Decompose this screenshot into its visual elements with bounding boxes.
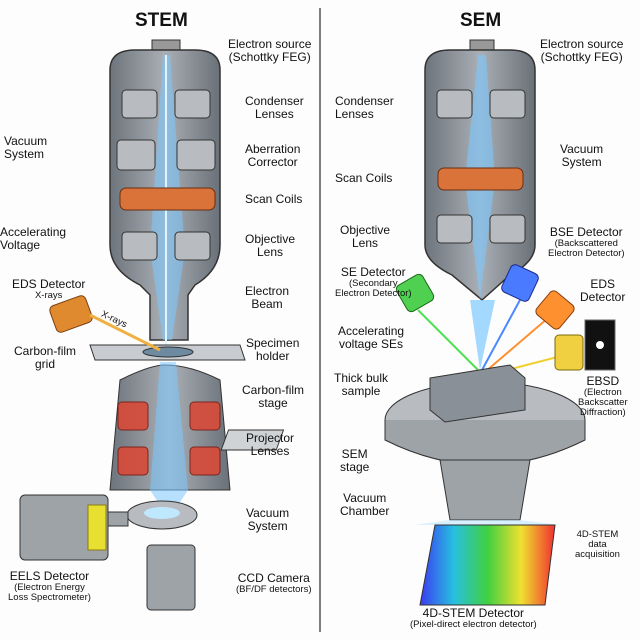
sem-scan-coils-label: Scan Coils — [335, 171, 393, 185]
carbon-grid-label: Carbon-film grid — [14, 344, 77, 371]
sem-vacuum-label: Vacuum System — [560, 142, 604, 169]
sem-column — [220, 39, 616, 606]
vacuum-chamber-label: Vacuum Chamber — [340, 491, 390, 518]
bse-label: BSE Detector(Backscattered Electron Dete… — [548, 225, 625, 259]
stem-vacuum-label: Vacuum System — [4, 134, 48, 161]
acq-label: 4D-STEM data acquisition — [575, 529, 620, 560]
sem-condenser-label: Condenser Lenses — [335, 94, 394, 121]
bulk-sample-label: Thick bulk sample — [334, 371, 389, 398]
electron-beam-label: Electron Beam — [245, 284, 290, 311]
stem-electron-source-label: Electron source(Schottky FEG) — [228, 37, 312, 64]
stem-condenser-label: Condenser Lenses — [245, 94, 304, 121]
stem-scan-coils-label: Scan Coils — [245, 192, 303, 206]
sem-electron-source-label: Electron source(Schottky FEG) — [540, 37, 624, 64]
sem-title: SEM — [460, 10, 502, 31]
stem-vacuum2-label: Vacuum System — [246, 506, 290, 533]
stem-column — [19, 39, 246, 611]
stem-objective-label: Objective Lens — [245, 232, 296, 259]
stem-aberration-label: Aberration Corrector — [245, 142, 301, 169]
specimen-holder-label: Specimen holder — [246, 336, 300, 363]
ebsd-label: EBSD(Electron Backscatter Diffraction) — [578, 374, 628, 418]
stem-title: STEM — [135, 10, 188, 31]
sem-objective-label: Objective Lens — [340, 223, 391, 250]
eels-label: EELS Detector(Electron Energy Loss Spect… — [8, 569, 91, 603]
ccd-label: CCD Camera(BF/DF detectors) — [236, 571, 312, 595]
detector-4d-label: 4D-STEM Detector(Pixel-direct electron d… — [410, 606, 537, 630]
se-label: SE Detector(Secondary Electron Detector) — [335, 265, 412, 299]
sem-eds-label: EDS Detector — [580, 277, 626, 304]
sem-stage-label: SEM stage — [340, 447, 370, 474]
accel-se-label: Accelerating voltage SEs — [338, 324, 405, 351]
stem-accelerating-label: Accelerating Voltage — [0, 225, 67, 252]
carbon-stage-label: Carbon-film stage — [242, 383, 305, 410]
projector-label: Projector Lenses — [246, 431, 295, 458]
